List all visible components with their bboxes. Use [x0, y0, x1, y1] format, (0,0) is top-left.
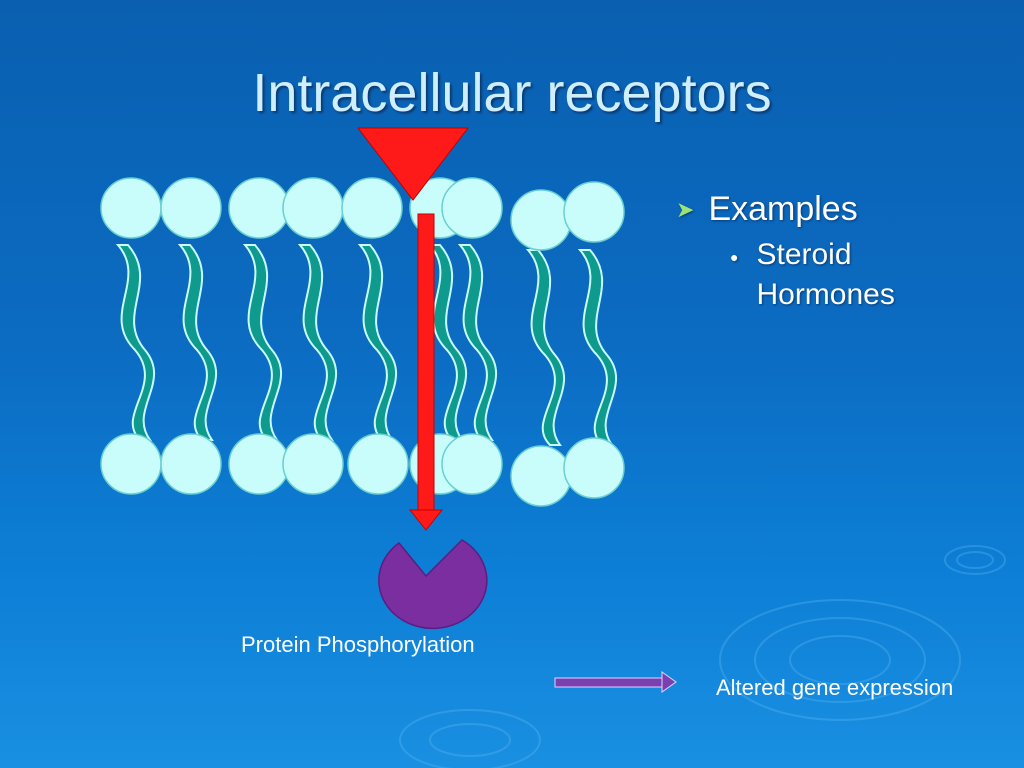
- arrowhead-bullet-icon: ➤: [676, 196, 695, 222]
- lipid-head: [510, 445, 572, 507]
- lipid-head: [341, 177, 403, 239]
- lipid-head: [282, 177, 344, 239]
- altered-gene-expression-label: Altered gene expression: [716, 675, 954, 700]
- lipid-tail: [357, 244, 398, 441]
- dot-bullet-icon: ●: [730, 249, 739, 265]
- lipid-head: [160, 433, 222, 495]
- lipid-head: [563, 181, 625, 243]
- bullet-examples: ➤ Examples: [676, 190, 926, 229]
- bullet-steroid-hormones: ● Steroid Hormones: [730, 235, 926, 315]
- purple-arrow: [554, 671, 677, 693]
- lipid-head: [347, 433, 409, 495]
- lipid-tail: [577, 249, 618, 446]
- lipid-head: [100, 177, 162, 239]
- top-lipid-heads: [100, 177, 625, 251]
- lipid-head: [563, 437, 625, 499]
- hormone-triangle: [356, 127, 470, 201]
- lipid-tail: [242, 244, 283, 441]
- bullet-examples-text: Examples: [708, 190, 858, 228]
- bullet-list: ➤ Examples ● Steroid Hormones: [676, 190, 926, 315]
- lipid-head: [510, 189, 572, 251]
- lipid-tail: [177, 244, 218, 441]
- lipid-head: [441, 177, 503, 239]
- lipid-tails: [115, 244, 618, 446]
- slide-title: Intracellular receptors: [252, 63, 772, 123]
- lipid-head: [228, 177, 290, 239]
- bottom-lipid-heads: [100, 433, 625, 507]
- lipid-head: [441, 433, 503, 495]
- lipid-tail: [115, 244, 156, 441]
- protein-phosphorylation-label: Protein Phosphorylation: [241, 632, 475, 657]
- lipid-head: [160, 177, 222, 239]
- lipid-head: [282, 433, 344, 495]
- signal-arrow: [408, 213, 444, 531]
- receptor-protein: [378, 539, 488, 630]
- lipid-head: [100, 433, 162, 495]
- lipid-tail: [297, 244, 338, 441]
- lipid-head: [228, 433, 290, 495]
- lipid-tail: [525, 249, 566, 446]
- lipid-tail: [457, 244, 498, 441]
- lipid-tail: [427, 244, 468, 441]
- bullet-steroid-text: Steroid Hormones: [756, 238, 895, 311]
